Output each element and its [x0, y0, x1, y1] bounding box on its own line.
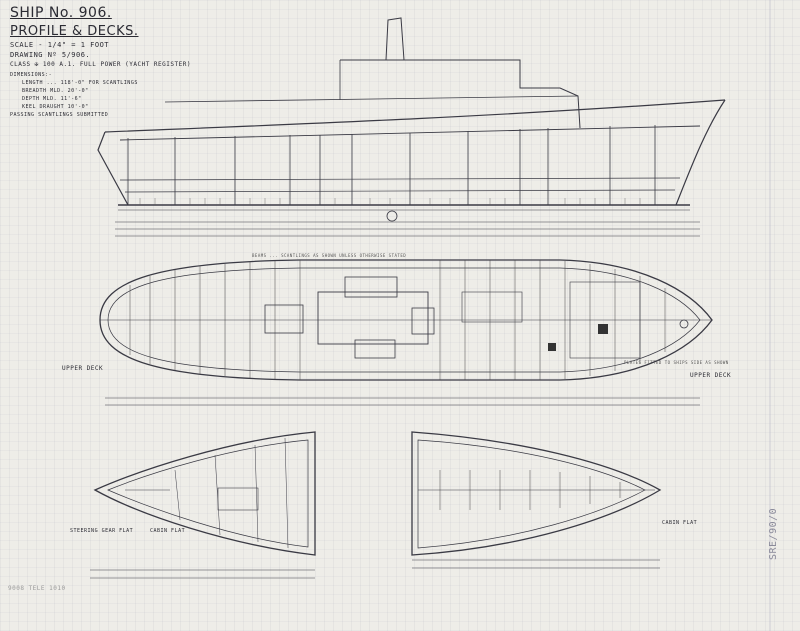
dimension-length: LENGTH ... 118'-0" FOR SCANTLINGS	[22, 80, 138, 86]
profile-elevation	[97, 17, 726, 237]
cabin-flat-fwd-plan	[411, 431, 662, 569]
cabin-flat-label-left: CABIN FLAT	[150, 528, 186, 534]
upper-deck-label-left: UPPER DECK	[62, 365, 104, 372]
deck-beams	[129, 260, 666, 380]
dimension-keel: KEEL DRAUGHT 10'-0"	[22, 104, 89, 110]
upper-deck-label-right: UPPER DECK	[690, 372, 732, 379]
class-notation: CLASS ✠ 100 A.1. FULL POWER (YACHT REGIS…	[10, 61, 191, 68]
archive-reference: SRE/90/0	[768, 507, 779, 560]
pencil-note: 9008 TELE 1010	[8, 585, 66, 592]
drawing-subtitle: PROFILE & DECKS.	[10, 24, 139, 39]
superstructure	[340, 59, 581, 129]
frame-ticks	[139, 198, 641, 205]
anchor-hawse	[679, 319, 689, 329]
fwd-flat-outline	[411, 431, 662, 556]
bulkheads	[127, 125, 656, 205]
side-note: PLATES FITTED TO SHIPS SIDE AS SHOWN	[624, 360, 729, 365]
hatch-marker	[598, 324, 608, 334]
cabin-flat-aft-plan	[90, 431, 316, 579]
dimensions-heading: DIMENSIONS:-	[10, 72, 53, 78]
stern	[97, 131, 129, 206]
ship-number: SHIP No. 906.	[10, 5, 112, 21]
upper-deck-plan	[99, 259, 713, 406]
steering-gear-flat-label: STEERING GEAR FLAT	[70, 528, 134, 534]
sheer-line	[104, 99, 726, 133]
dimension-breadth: BREADTH MLD. 20'-0"	[22, 88, 89, 94]
drawing-number: DRAWING Nº 5/906.	[10, 51, 91, 59]
aft-flat-outline	[93, 431, 316, 556]
bow	[675, 99, 726, 206]
plan-note: BEAMS ... SCANTLINGS AS SHOWN UNLESS OTH…	[252, 253, 407, 258]
scale-label: SCALE - 1/4" = 1 FOOT	[10, 41, 110, 49]
scantlings-note: PASSING SCANTLINGS SUBMITTED	[10, 112, 109, 118]
cabin-flat-label-right: CABIN FLAT	[662, 520, 698, 526]
dimension-depth: DEPTH MLD. 11'-6"	[22, 96, 82, 102]
funnel	[385, 17, 405, 61]
deckhouse	[317, 291, 429, 345]
